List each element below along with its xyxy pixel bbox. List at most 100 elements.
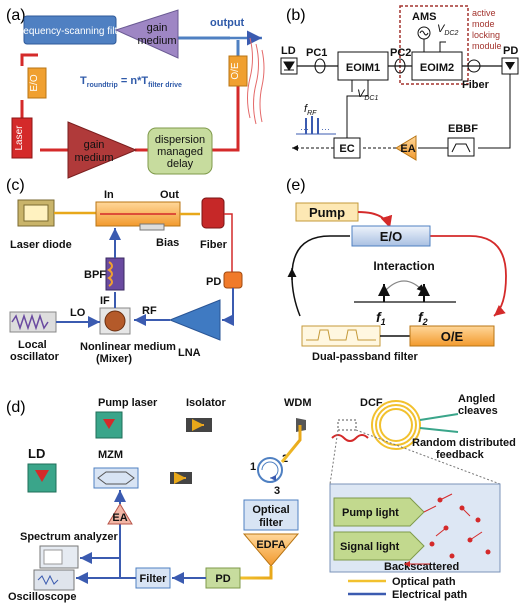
gain-top-label-2: medium [137, 35, 176, 47]
filter-label-d: Filter [140, 573, 168, 585]
oe-label-e: O/E [441, 329, 464, 344]
wdm-label: WDM [284, 397, 312, 409]
output-label: output [210, 17, 245, 29]
gain-top-label-1: gain [147, 22, 168, 34]
frf-inset [293, 95, 337, 137]
eo-label-e: E/O [380, 229, 402, 244]
delay-label-1: dispersion [155, 134, 205, 146]
path-a-5 [212, 85, 240, 152]
local-label-2: oscillator [10, 351, 60, 363]
zoom-line-1 [329, 429, 339, 485]
pd-label-d: PD [215, 573, 230, 585]
nonlinear-label-2: (Mixer) [96, 353, 132, 365]
nonlinear-label-1: Nonlinear medium [80, 341, 176, 353]
legend-optical-label: Optical path [392, 576, 456, 588]
gain-medium-bottom [67, 121, 138, 179]
pc1-label: PC1 [306, 47, 327, 59]
eoim1-label: EOIM1 [346, 62, 380, 74]
oscilloscope-label: Oscilloscope [8, 591, 76, 603]
lna-triangle [168, 299, 221, 341]
panel-e: (e) Pump E/O Interaction f1 f2 Dual-pass… [286, 177, 507, 363]
wire-pd-lna [222, 288, 234, 326]
delay-label-2: managed [157, 146, 203, 158]
random-label-1: Random distributed [412, 437, 516, 449]
dcf-label: DCF [360, 397, 383, 409]
pump-light-label: Pump light [342, 507, 399, 519]
oscilloscope-wave-icon [37, 574, 59, 586]
loop-right [430, 235, 507, 317]
legend-electrical-label: Electrical path [392, 589, 467, 601]
filter-label: Frequency-scanning filter [14, 26, 127, 37]
oe-label: O/E [230, 62, 241, 80]
feedback-waves [331, 434, 369, 442]
pc1-icon [314, 58, 326, 74]
ea-triangle-b [395, 135, 417, 161]
f2-label: f2 [418, 309, 428, 327]
eoim1-box [337, 51, 389, 81]
interaction-arc [383, 280, 425, 293]
delay-box [147, 127, 213, 175]
pump-laser-diode-icon [103, 419, 115, 429]
optical-filter-label-2: filter [259, 517, 284, 529]
fiber-c-3 [224, 213, 233, 272]
frf-dots-left: ··· [300, 124, 309, 134]
spectrum-screen-icon [43, 549, 63, 565]
ld-label-b: LD [281, 45, 296, 57]
ebbf-icon [451, 143, 471, 153]
mzm-icon [97, 471, 135, 485]
panel-b-label: (b) [286, 7, 306, 24]
angled-cleave-1 [419, 413, 459, 421]
oscillator-wave-icon [11, 313, 49, 331]
oscillator-box [9, 311, 57, 333]
local-label-1: Local [18, 339, 47, 351]
pulse-train [247, 37, 265, 125]
scattering-particles [404, 493, 491, 567]
rf-label: RF [142, 305, 157, 317]
laser-diode-label: Laser diode [10, 239, 72, 251]
panel-c: (c) Laser diode In Out Bias Fiber PD LNA… [6, 177, 243, 365]
ec-wire-up [346, 80, 369, 138]
ec-label: EC [339, 143, 354, 155]
edfa-label: EDFA [256, 539, 285, 551]
pd-diode-icon [505, 62, 515, 70]
angled-cleave-2 [419, 427, 459, 433]
pump-label: Pump [309, 205, 345, 220]
edfa-triangle [242, 533, 300, 567]
out-label: Out [160, 189, 179, 201]
laser-diode-window [23, 204, 49, 222]
panel-a-label: (a) [6, 7, 26, 24]
fiber-coil-icon [467, 59, 481, 73]
panel-d-label: (d) [6, 399, 26, 416]
optical-filter-box [243, 499, 299, 531]
eo-box [27, 67, 47, 99]
dcf-coil-2 [375, 404, 417, 446]
fiber-edfa-pd [240, 566, 273, 580]
ea-label-b: EA [400, 143, 415, 155]
pump-light-arrow [333, 497, 425, 527]
interaction-label: Interaction [373, 259, 434, 273]
spectrum-label: Spectrum analyzer [20, 531, 119, 543]
loop-left [291, 235, 350, 317]
eoim2-box [411, 51, 463, 81]
isolator-label: Isolator [186, 397, 226, 409]
eoim2-label: EOIM2 [420, 62, 454, 74]
bpf-label: BPF [84, 269, 106, 281]
filter-passband-icon [306, 329, 376, 341]
signal-light-label: Signal light [340, 541, 400, 553]
vdc1-label: VDC1 [357, 88, 378, 102]
active-label-4: module [472, 41, 502, 51]
vdc2-label: VDC2 [437, 23, 458, 37]
optical-filter-label-1: Optical [252, 504, 289, 516]
fiber-label-c: Fiber [200, 239, 228, 251]
path-a-1 [20, 53, 38, 66]
bpf-icon [107, 261, 113, 287]
eo-label: E/O [29, 74, 40, 91]
mzm-box [93, 467, 139, 489]
port1-label: 1 [250, 461, 256, 473]
oe-box-e [409, 325, 495, 347]
dcf-coil-3 [379, 408, 413, 442]
frf-dots-right: ··· [321, 124, 330, 134]
filter-box-e [301, 325, 381, 347]
gain-bot-label-2: medium [74, 152, 113, 164]
